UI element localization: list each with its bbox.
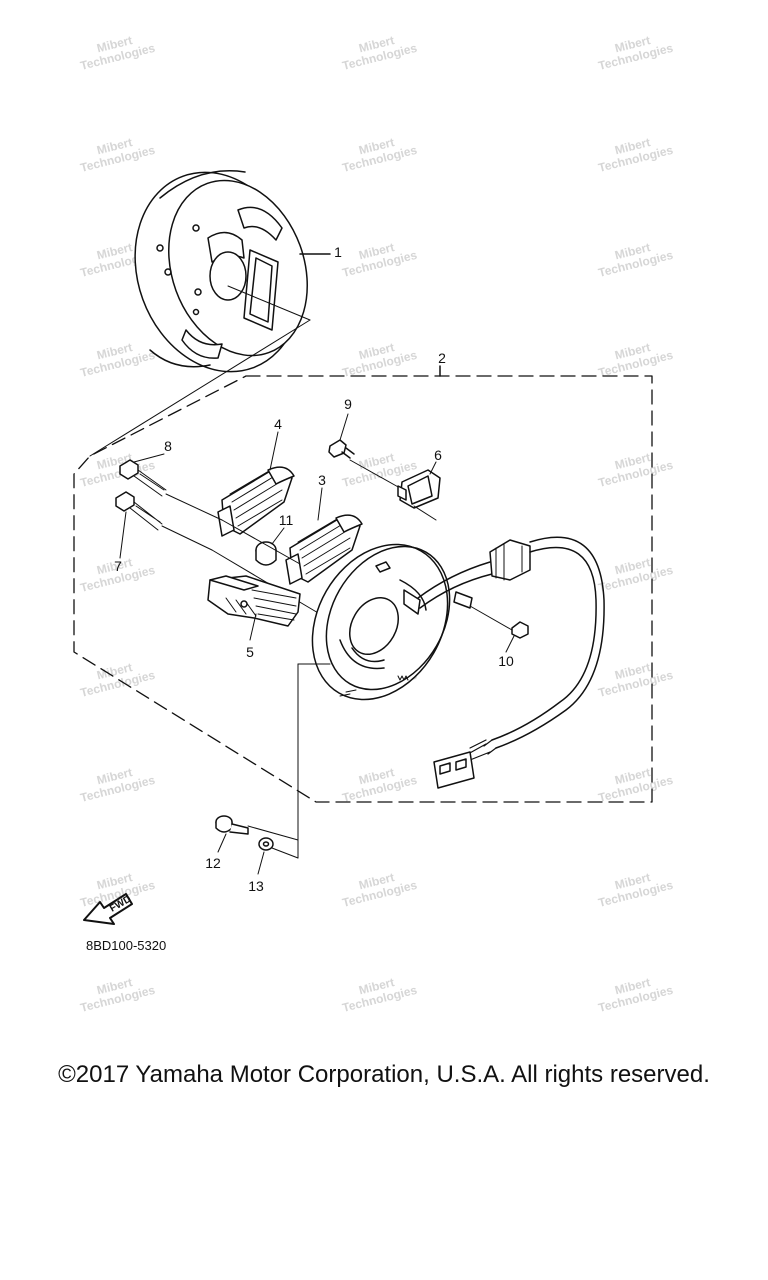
copyright-notice: ©2017 Yamaha Motor Corporation, U.S.A. A… — [58, 1061, 710, 1088]
bolt-7 — [115, 491, 163, 559]
wire-harness — [417, 536, 605, 789]
callout-10: 10 — [498, 653, 514, 669]
spacer-11 — [255, 527, 285, 566]
forward-arrow-icon — [83, 893, 133, 925]
callout-9: 9 — [344, 396, 352, 412]
bolt-10 — [469, 605, 529, 653]
callout-12: 12 — [205, 855, 221, 871]
bolt-9 — [328, 413, 401, 489]
callout-8: 8 — [164, 438, 172, 454]
callout-13: 13 — [248, 878, 264, 894]
callout-4: 4 — [274, 416, 282, 432]
coil-3 — [285, 487, 363, 585]
callout-5: 5 — [246, 644, 254, 660]
screw-12 — [215, 815, 249, 853]
coil-4 — [217, 431, 295, 537]
stator-assembly-outline — [73, 375, 653, 803]
callout-11: 11 — [278, 512, 294, 528]
coil-5 — [207, 575, 301, 641]
callout-1: 1 — [334, 244, 342, 260]
callout-6: 6 — [434, 447, 442, 463]
callout-2: 2 — [438, 350, 446, 366]
washer-13 — [257, 837, 274, 875]
callout-3: 3 — [318, 472, 326, 488]
callout-7: 7 — [114, 558, 122, 574]
stator-plate — [311, 543, 451, 701]
diagram-code: 8BD100-5320 — [86, 938, 167, 953]
pickup-coil-6 — [397, 461, 441, 521]
flywheel-rotor — [134, 170, 331, 373]
bolt-8 — [119, 453, 167, 497]
